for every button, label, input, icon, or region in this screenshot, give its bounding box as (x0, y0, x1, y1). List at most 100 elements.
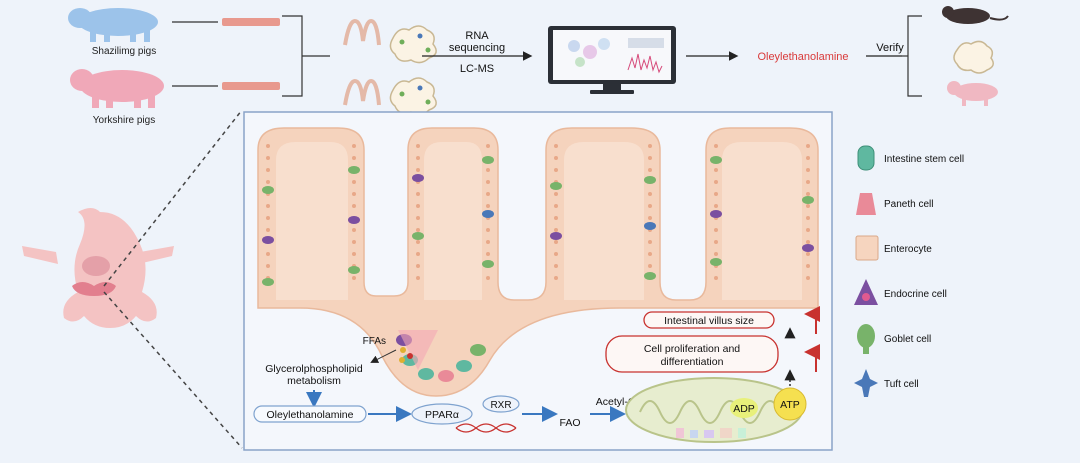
epithelial-cell (412, 174, 424, 182)
enterocyte-nucleus (352, 240, 356, 244)
enterocyte-nucleus (806, 156, 810, 160)
glycero-line2: metabolism (287, 375, 341, 387)
tuft-cell-icon (854, 369, 878, 397)
enterocyte-nucleus (416, 276, 420, 280)
atp-label: ATP (780, 399, 800, 411)
legend-label: Tuft cell (884, 379, 919, 390)
organoid-icon (389, 25, 437, 116)
oleyl-box (253, 405, 367, 423)
enterocyte-nucleus (416, 228, 420, 232)
method-rna-line2: sequencing (449, 42, 505, 54)
enterocyte-nucleus (714, 276, 718, 280)
enterocyte-nucleus (416, 168, 420, 172)
intestinal-villi (257, 127, 819, 397)
legend-label: Goblet cell (884, 334, 931, 345)
epithelial-cell (348, 266, 360, 274)
pig1-label: Shazilimg pigs (92, 46, 156, 57)
enterocyte-nucleus (806, 228, 810, 232)
endocrine-cell-icon (854, 279, 878, 305)
enterocyte-nucleus (806, 264, 810, 268)
enterocyte-nucleus (806, 204, 810, 208)
enterocyte-nucleus (416, 192, 420, 196)
piglet-icon (947, 81, 998, 106)
epithelial-cell (262, 278, 274, 286)
enterocyte-nucleus (806, 252, 810, 256)
enterocyte-nucleus (416, 204, 420, 208)
enterocyte-nucleus (806, 240, 810, 244)
verify-label: Verify (876, 42, 904, 54)
enterocyte-nucleus (554, 240, 558, 244)
enterocyte-nucleus (806, 276, 810, 280)
enterocyte-nucleus (352, 156, 356, 160)
enterocyte-nucleus (648, 204, 652, 208)
epithelial-cell (482, 156, 494, 164)
adp-molecule (730, 398, 758, 418)
villus-size-box (643, 311, 775, 329)
enterocyte-nucleus (266, 264, 270, 268)
epithelial-cell (710, 156, 722, 164)
ffas-label: FFAs (363, 336, 386, 347)
ppar-label: PPARα (425, 409, 459, 421)
enterocyte-icon (855, 235, 879, 261)
legend-item: Intestine stem cell (857, 145, 964, 171)
epithelial-cell (262, 236, 274, 244)
enterocyte-nucleus (486, 204, 490, 208)
villus-size-label: Intestinal villus size (664, 315, 754, 327)
enterocyte-nucleus (714, 168, 718, 172)
enterocyte-nucleus (266, 156, 270, 160)
enterocyte-nucleus (648, 252, 652, 256)
enterocyte-nucleus (352, 204, 356, 208)
enterocyte-nucleus (266, 228, 270, 232)
proliferation-box (605, 335, 779, 373)
method-rna-line1: RNA (465, 30, 489, 42)
enterocyte-nucleus (806, 216, 810, 220)
epithelial-cell (802, 244, 814, 252)
enterocyte-nucleus (266, 204, 270, 208)
legend-label: Paneth cell (884, 199, 933, 210)
enterocyte-nucleus (554, 156, 558, 160)
enterocyte-nucleus (806, 168, 810, 172)
enterocyte-nucleus (806, 192, 810, 196)
atp-molecule (773, 387, 807, 421)
prolif-line1: Cell proliferation and (644, 343, 740, 355)
enterocyte-nucleus (266, 168, 270, 172)
enterocyte-nucleus (416, 216, 420, 220)
enterocyte-nucleus (648, 168, 652, 172)
ppar-receptor (411, 403, 473, 425)
stem-cell-icon (857, 145, 875, 171)
intestine-segment-icon (222, 82, 280, 90)
epithelial-cell (482, 210, 494, 218)
enterocyte-nucleus (266, 216, 270, 220)
epithelial-cell (348, 216, 360, 224)
enterocyte-nucleus (486, 192, 490, 196)
mitochondrion-icon (625, 377, 803, 443)
legend-label: Enterocyte (884, 244, 932, 255)
enterocyte-nucleus (714, 144, 718, 148)
enterocyte-nucleus (486, 276, 490, 280)
enterocyte-nucleus (554, 276, 558, 280)
paneth-cell-icon (856, 193, 876, 215)
enterocyte-nucleus (554, 204, 558, 208)
epithelial-cell (710, 258, 722, 266)
organoid-icon (953, 40, 994, 74)
enterocyte-nucleus (648, 156, 652, 160)
dna-icon (455, 423, 517, 433)
rxr-label: RXR (490, 400, 511, 411)
rxr-receptor (482, 395, 520, 413)
enterocyte-nucleus (352, 252, 356, 256)
enterocyte-nucleus (648, 144, 652, 148)
enterocyte-nucleus (416, 252, 420, 256)
enterocyte-nucleus (352, 228, 356, 232)
enterocyte-nucleus (352, 276, 356, 280)
enterocyte-nucleus (486, 228, 490, 232)
compound-label: Oleylethanolamine (757, 51, 848, 63)
enterocyte-nucleus (416, 240, 420, 244)
enterocyte-nucleus (648, 264, 652, 268)
method-lcms: LC-MS (460, 63, 494, 75)
enterocyte-nucleus (714, 228, 718, 232)
enterocyte-nucleus (352, 144, 356, 148)
enterocyte-nucleus (486, 252, 490, 256)
enterocyte-nucleus (266, 144, 270, 148)
enterocyte-nucleus (486, 240, 490, 244)
